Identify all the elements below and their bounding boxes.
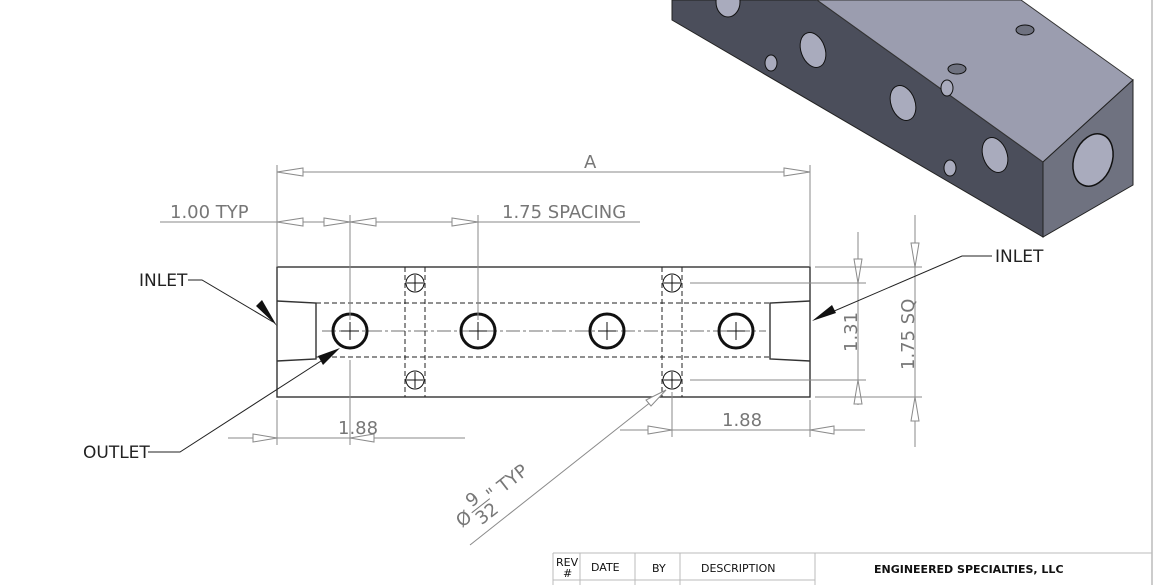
callout-leaders — [148, 255, 992, 453]
rev-hash: # — [563, 567, 572, 580]
mount-hole — [764, 54, 778, 72]
svg-text:" TYP: " TYP — [482, 460, 532, 505]
dim-right-offset: 1.88 — [722, 410, 762, 431]
left-inlet-counterbore — [276, 300, 317, 362]
dimensions — [160, 165, 922, 546]
dim-end-offset: 1.00 TYP — [170, 202, 249, 223]
callout-inlet-right: INLET — [995, 247, 1044, 267]
side-port — [715, 0, 741, 18]
mount-hole — [405, 273, 425, 293]
right-inlet-counterbore — [769, 300, 811, 362]
front-view — [276, 266, 811, 398]
by-label: BY — [652, 562, 666, 575]
top-hole — [947, 63, 967, 75]
company-name: ENGINEERED SPECIALTIES, LLC — [874, 563, 1064, 576]
outlet-port — [588, 312, 626, 350]
rev-label: REV — [556, 556, 579, 569]
callout-outlet: OUTLET — [83, 443, 150, 463]
dim-port-spacing: 1.75 SPACING — [502, 202, 626, 223]
end-inlet-bore — [1072, 133, 1114, 187]
title-block: REV # DATE BY DESCRIPTION ENGINEERED SPE… — [552, 552, 1152, 585]
mount-hole — [662, 273, 682, 293]
mount-hole — [405, 370, 425, 390]
description-label: DESCRIPTION — [701, 562, 775, 575]
date-label: DATE — [591, 561, 620, 574]
callout-inlet-left: INLET — [139, 271, 188, 291]
side-port — [889, 85, 917, 121]
top-hole — [1015, 24, 1035, 36]
side-port — [799, 32, 827, 68]
block-outline — [276, 266, 811, 398]
mount-hole — [940, 79, 954, 97]
mount-hole — [943, 159, 957, 177]
outlet-port — [717, 312, 755, 350]
dim-overall-length: A — [584, 152, 597, 173]
side-port — [981, 137, 1009, 173]
dim-left-offset: 1.88 — [338, 418, 378, 439]
dim-section: 1.75 SQ — [898, 299, 919, 370]
dim-mount-spacing: 1.31 — [841, 312, 862, 352]
isometric-model-view — [671, 0, 1134, 238]
mount-hole — [662, 370, 682, 390]
